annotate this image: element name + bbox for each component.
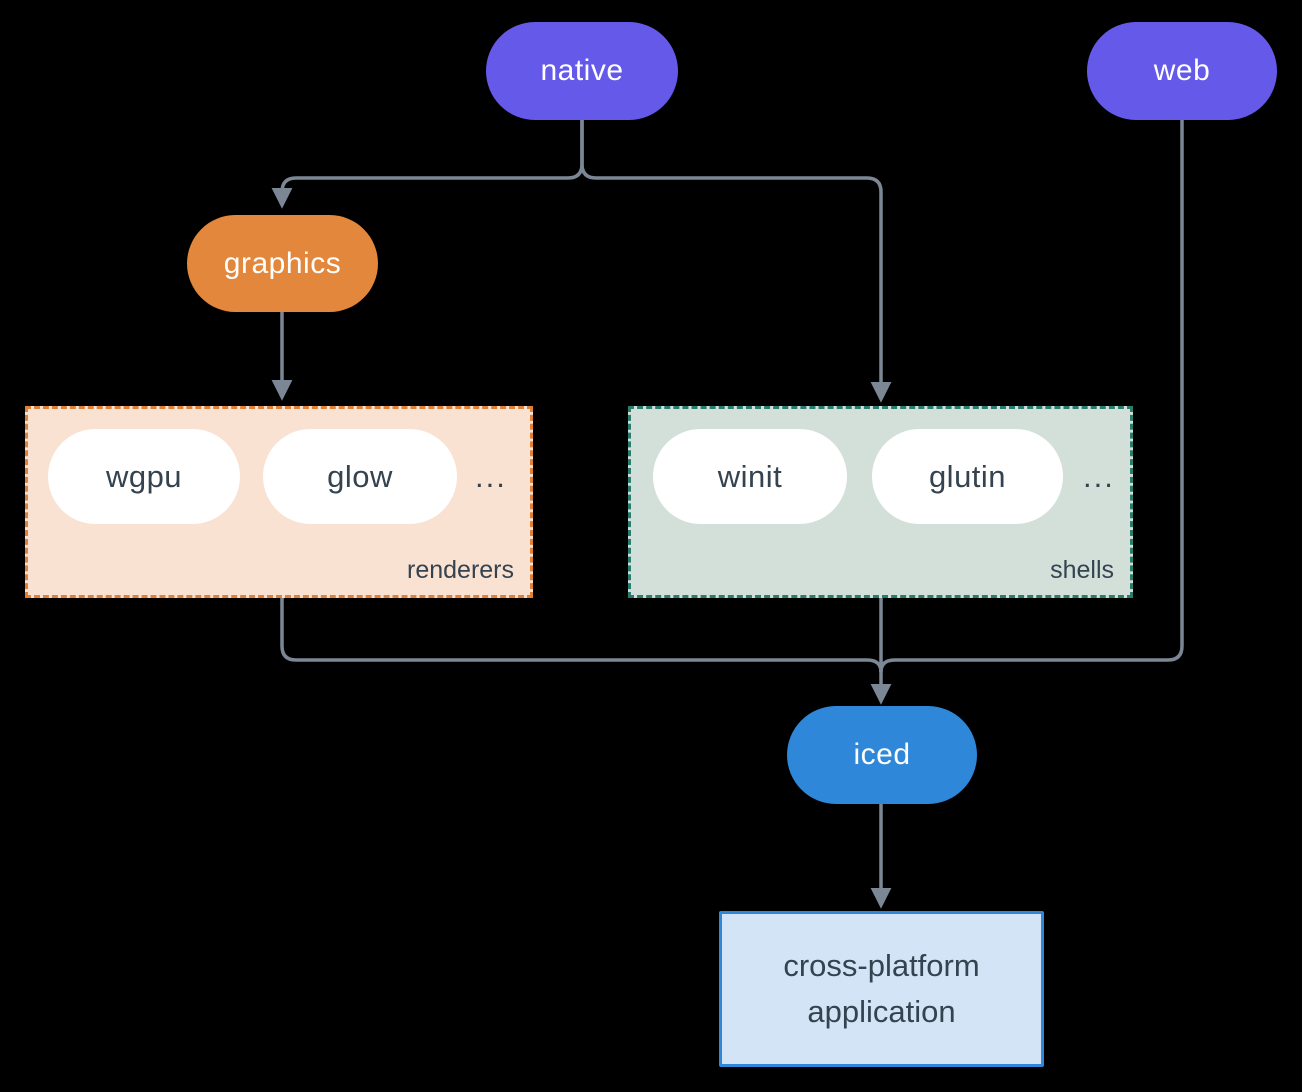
node-graphics: graphics bbox=[187, 215, 378, 312]
node-glow: glow bbox=[263, 429, 457, 524]
application-label-line2: application bbox=[807, 994, 956, 1029]
edge-native-graphics bbox=[271, 120, 584, 209]
application-label-line1: cross-platform bbox=[783, 948, 980, 983]
edge-renderers-junction bbox=[280, 598, 883, 673]
node-web: web bbox=[1087, 22, 1277, 120]
node-cross-platform-application: cross-platform application bbox=[719, 911, 1044, 1067]
node-winit: winit bbox=[653, 429, 847, 524]
shells-ellipsis: ... bbox=[1083, 458, 1115, 494]
node-glutin: glutin bbox=[872, 429, 1063, 524]
node-iced: iced bbox=[787, 706, 977, 804]
group-renderers-label: renderers bbox=[407, 556, 514, 584]
edge-native-shells bbox=[580, 120, 892, 403]
node-wgpu: wgpu bbox=[48, 429, 240, 524]
renderers-ellipsis: ... bbox=[475, 458, 507, 494]
node-native: native bbox=[486, 22, 678, 120]
group-shells-label: shells bbox=[1050, 556, 1114, 584]
